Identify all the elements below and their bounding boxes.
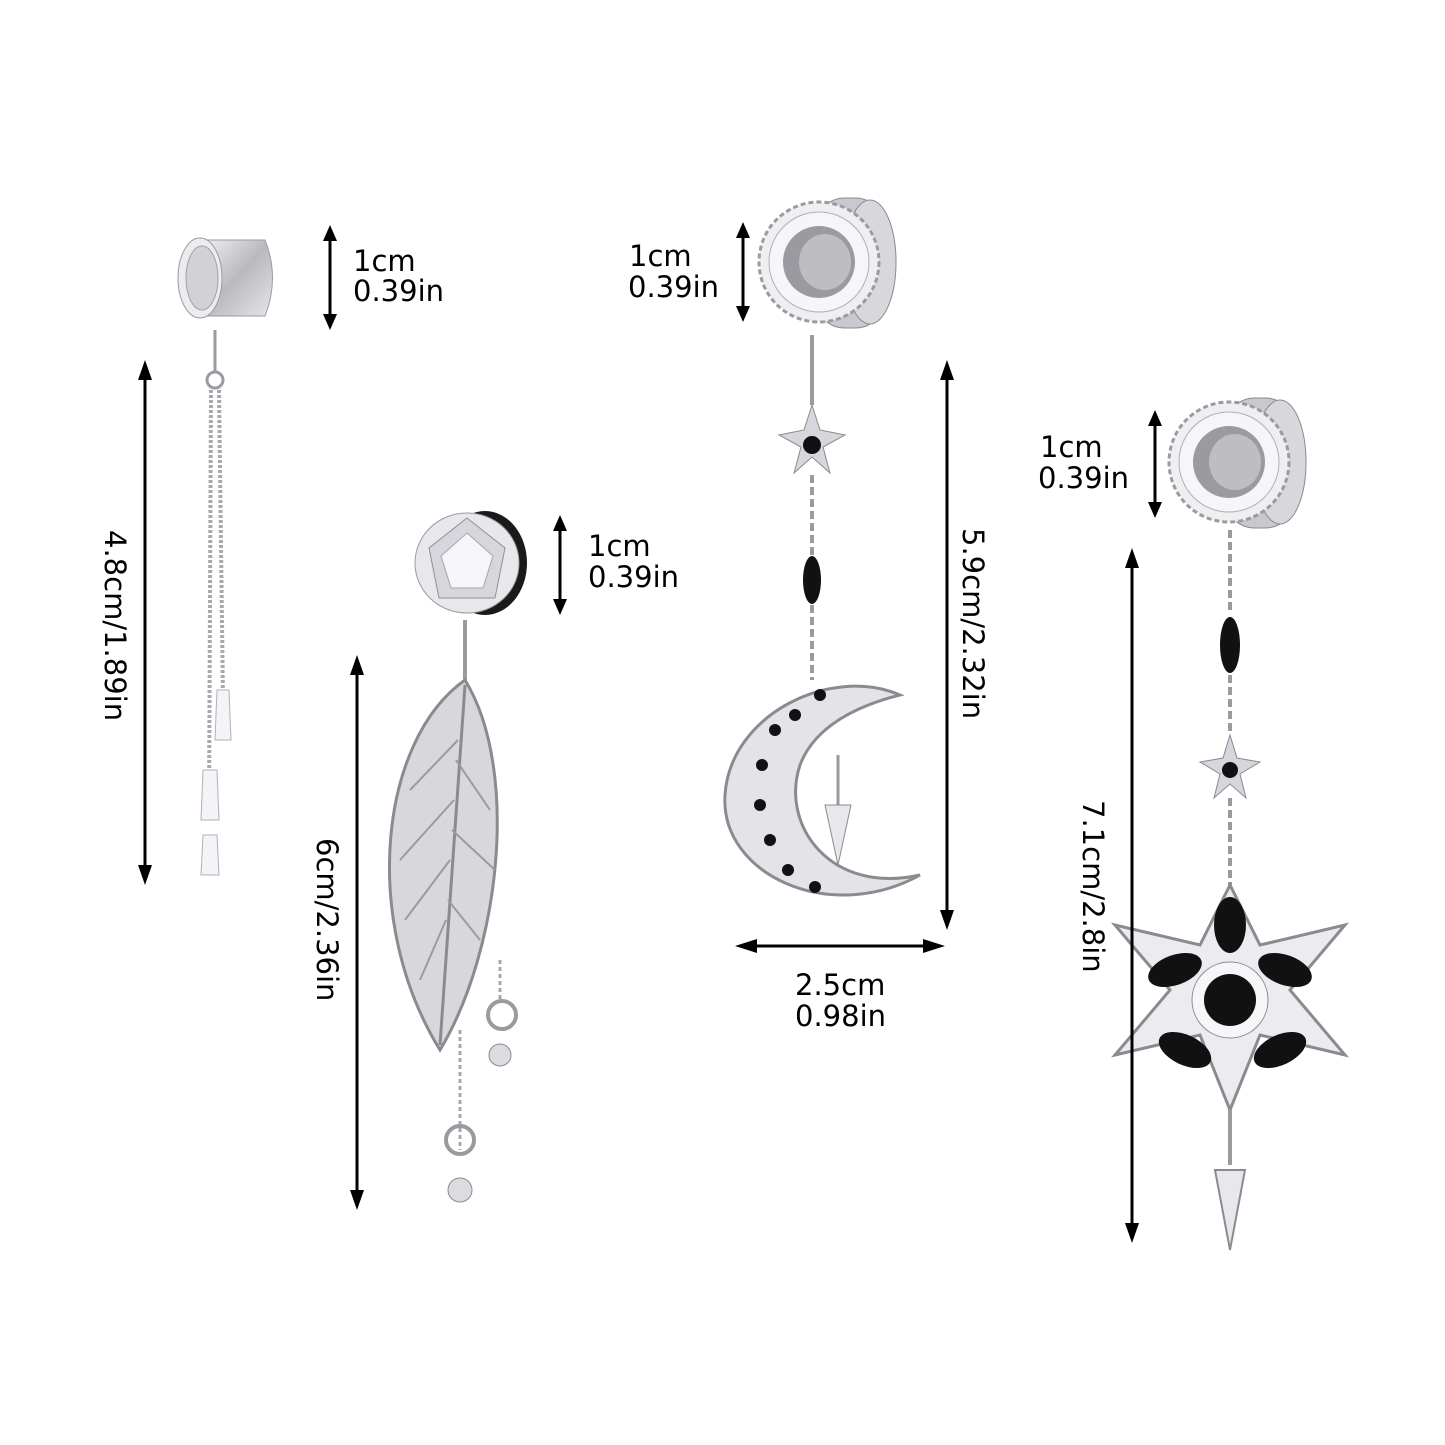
sun-tunnel-plug-4 xyxy=(1167,397,1307,529)
width-label-cm: 2.5cm xyxy=(795,968,886,1002)
width-arrow-3 xyxy=(735,939,945,953)
length-arrow-2 xyxy=(350,655,364,1210)
plug-size-cm-4: 1cm xyxy=(1040,430,1103,464)
sun-tunnel-plug-3 xyxy=(757,197,897,329)
length-arrow-4 xyxy=(1125,548,1139,1243)
plug-size-in-3: 0.39in xyxy=(628,270,720,304)
plug-size-in-2: 0.39in xyxy=(588,560,680,594)
moon-dangle xyxy=(723,335,921,897)
starburst-dangle xyxy=(1110,530,1350,1251)
length-label-3: 5.9cm/2.32in xyxy=(956,528,990,720)
height-arrow-1 xyxy=(323,225,337,330)
height-arrow-4 xyxy=(1148,410,1162,518)
plug-size-cm-3: 1cm xyxy=(629,239,692,273)
tassel-chain xyxy=(200,330,232,876)
plug-size-in-4: 0.39in xyxy=(1038,461,1130,495)
height-arrow-3 xyxy=(736,222,750,322)
plain-tunnel-plug xyxy=(177,237,273,319)
leaf-dangle xyxy=(387,620,518,1203)
plug-size-in-1: 0.39in xyxy=(353,274,445,308)
length-arrow-3 xyxy=(940,360,954,930)
width-label-in: 0.98in xyxy=(795,999,887,1033)
length-label-2: 6cm/2.36in xyxy=(310,838,344,1002)
height-arrow-2 xyxy=(553,515,567,615)
length-label-1: 4.8cm/1.89in xyxy=(98,530,132,722)
plug-size-cm-2: 1cm xyxy=(588,529,651,563)
length-arrow-1 xyxy=(138,360,152,885)
plug-size-cm-1: 1cm xyxy=(353,244,416,278)
crystal-plug xyxy=(414,511,527,615)
length-label-4: 7.1cm/2.8in xyxy=(1076,800,1110,973)
